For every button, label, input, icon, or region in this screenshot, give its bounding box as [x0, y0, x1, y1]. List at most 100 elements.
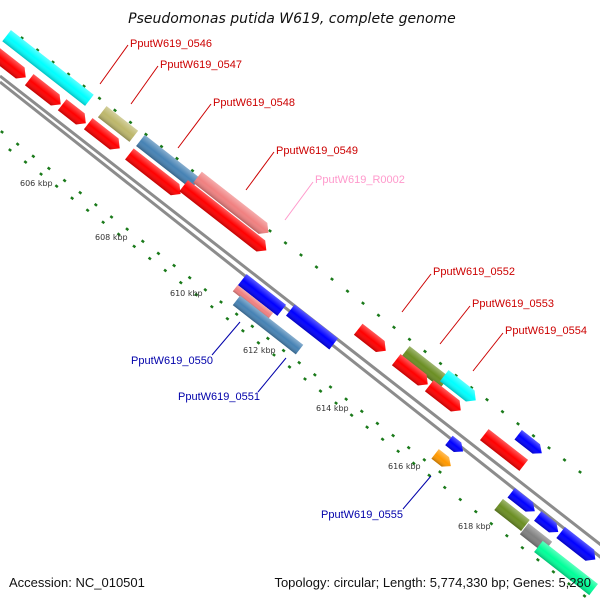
track-dot — [297, 360, 302, 365]
track-dot — [39, 172, 43, 176]
track-dot — [66, 72, 71, 77]
track-dot — [328, 385, 333, 389]
gene-label-PputW619_0553: PputW619_0553 — [472, 298, 554, 310]
track-dot — [567, 582, 571, 586]
gene-salmon — [193, 171, 269, 234]
track-dot — [240, 328, 245, 333]
tick-label: 608 kbp — [95, 233, 128, 242]
track-dot — [178, 280, 183, 285]
track-dot — [265, 336, 270, 341]
gene-red — [24, 74, 61, 106]
track-dot — [190, 168, 195, 173]
gene-blue — [514, 430, 542, 454]
track-dot — [330, 277, 334, 282]
track-dot — [268, 228, 272, 233]
gene-mint — [534, 540, 598, 596]
track-dot — [422, 457, 427, 462]
gene-red — [57, 99, 86, 125]
track-dot — [82, 84, 86, 89]
track-dot — [156, 251, 161, 256]
track-dot — [380, 437, 385, 442]
gene-blue — [445, 435, 464, 452]
track-dot — [116, 232, 121, 237]
track-dot — [128, 120, 133, 125]
tick-label: 610 kbp — [170, 289, 203, 298]
track-dot — [70, 196, 75, 201]
track-dot — [376, 313, 381, 318]
track-dot — [427, 473, 432, 478]
track-dot — [438, 470, 442, 474]
label-leader-lines — [99, 44, 504, 510]
track-dot — [423, 349, 427, 354]
track-dot — [109, 215, 114, 219]
tick-label: 606 kbp — [20, 179, 53, 188]
track-dot — [504, 533, 509, 538]
track-dot — [299, 253, 303, 257]
gene-red — [424, 380, 461, 412]
track-dot — [62, 178, 67, 183]
gene-label-PputW619_0549: PputW619_0549 — [276, 145, 358, 157]
tick-labels: 606 kbp 608 kbp 610 kbp 612 kbp 614 kbp … — [20, 179, 491, 531]
gene-blue — [556, 526, 596, 561]
map-title: Pseudomonas putida W619, complete genome — [128, 11, 456, 27]
tick-label: 612 kbp — [243, 346, 276, 355]
track-dot — [406, 445, 411, 450]
gene-steelblue — [232, 295, 304, 355]
gene-cyan — [2, 30, 94, 106]
gene-blue — [237, 274, 287, 316]
track-dot — [85, 208, 90, 213]
tick-label: 618 kbp — [458, 522, 491, 531]
track-dot — [250, 324, 255, 329]
track-dot — [578, 470, 582, 474]
track-dot — [54, 184, 59, 189]
track-dot — [312, 372, 317, 377]
track-dot — [361, 301, 365, 306]
track-dot — [163, 268, 168, 273]
genome-summary-text: Topology: circular; Length: 5,774,330 bp… — [274, 575, 591, 590]
gene-steelblue — [136, 134, 200, 190]
gene-red — [353, 323, 386, 352]
track-dot — [473, 509, 478, 514]
track-dot — [345, 289, 350, 294]
track-dot — [23, 160, 28, 164]
tick-label: 614 kbp — [316, 404, 349, 413]
gene-label-PputW619_0555: PputW619_0555 — [321, 509, 403, 521]
track-dot — [375, 421, 380, 426]
track-dot — [256, 340, 261, 345]
gene-blue — [507, 488, 535, 512]
track-dot — [535, 557, 540, 562]
gene-olive — [400, 346, 450, 388]
track-dot — [520, 545, 525, 550]
gene-features — [0, 30, 598, 596]
accession-text: Accession: NC_010501 — [9, 575, 145, 590]
gene-label-PputW619_0554: PputW619_0554 — [505, 325, 587, 337]
track-dot — [547, 445, 551, 450]
track-dot — [175, 156, 179, 161]
track-dot — [551, 569, 556, 574]
gene-orange — [431, 449, 451, 467]
gene-red — [479, 429, 529, 471]
track-dot — [144, 132, 148, 137]
gene-red — [125, 148, 181, 196]
track-dot — [303, 377, 307, 381]
gene-red — [0, 47, 26, 79]
gene-label-PputW619_0552: PputW619_0552 — [433, 266, 515, 278]
track-dot — [349, 413, 354, 418]
track-dot — [489, 521, 494, 526]
gene-cyan — [439, 370, 476, 402]
tick-label: 616 kbp — [388, 462, 421, 471]
track-dot — [159, 144, 164, 149]
track-dot — [35, 48, 40, 52]
track-dot — [125, 227, 130, 232]
track-dot — [272, 353, 276, 357]
gene-label-PputW619_0547: PputW619_0547 — [160, 59, 242, 71]
track-dot — [93, 202, 98, 207]
track-dot — [314, 265, 319, 269]
track-dot — [283, 241, 288, 245]
track-dot — [531, 433, 536, 438]
track-dot — [334, 401, 338, 405]
track-dot — [396, 449, 401, 454]
gene-label-PputW619_0548: PputW619_0548 — [213, 97, 295, 109]
track-dot — [20, 36, 24, 40]
